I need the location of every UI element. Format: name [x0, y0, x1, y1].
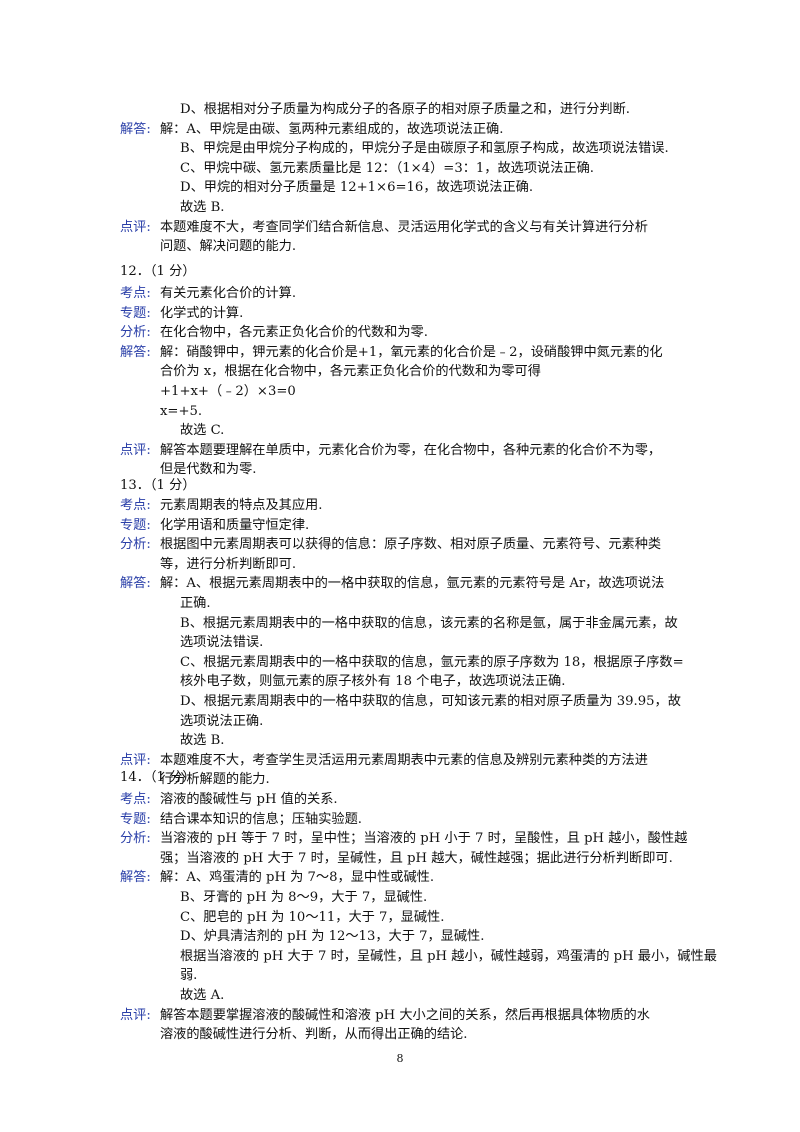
q11-pre-line: D、根据相对分子质量为构成分子的各原子的相对原子质量之和，进行分判断.: [180, 102, 630, 117]
q13-zhuanti: 专题: 化学用语和质量守恒定律.: [120, 516, 690, 536]
q13-dianping-line: 行分析解题的能力.: [160, 772, 270, 788]
q13-jieda-line: D、根据元素周期表中的一格中获取的信息，可知该元素的相对原子质量为 39.95，…: [180, 693, 681, 709]
q13-jieda: 解答: 解：A、根据元素周期表中的一格中获取的信息，氩元素的元素符号是 Ar，故…: [120, 574, 690, 750]
q11-dianping-line: 本题难度不大，考查同学们结合新信息、灵活运用化学式的含义与有关计算进行分析: [160, 219, 648, 235]
fenxi-label: 分析:: [120, 325, 151, 341]
question-12-solution: 考点: 有关元素化合价的计算. 专题: 化学式的计算. 分析: 在化合物中，各元…: [120, 284, 690, 480]
q13-jieda-line: 核外电子数，则氩元素的原子核外有 18 个电子，故选项说法正确.: [180, 674, 566, 690]
q11-pre: D、根据相对分子质量为构成分子的各原子的相对原子质量之和，进行分判断.: [120, 100, 690, 120]
q12-jieda-line: 合价为 x，根据在化合物中，各元素正负化合价的代数和为零可得: [160, 364, 541, 380]
jieda-label: 解答:: [120, 344, 151, 360]
q12-zhuanti-line: 化学式的计算.: [160, 305, 244, 321]
q14-zhuanti-line: 结合课本知识的信息；压轴实验题.: [160, 811, 363, 827]
q14-fenxi: 分析: 当溶液的 pH 等于 7 时，呈中性；当溶液的 pH 小于 7 时，呈酸…: [120, 829, 690, 868]
q12-kaodian-line: 有关元素化合价的计算.: [160, 286, 297, 301]
kaodian-label: 考点:: [120, 792, 151, 807]
q14-dianping-line: 溶液的酸碱性进行分析、判断，从而得出正确的结论.: [160, 1027, 468, 1043]
q11-jieda-line: 故选 B.: [180, 199, 225, 215]
q12-jieda-line: 解：硝酸钾中，钾元素的化合价是+1，氧元素的化合价是﹣2，设硝酸钾中氮元素的化: [160, 344, 663, 360]
q13-fenxi-line: 根据图中元素周期表可以获得的信息：原子序数、相对原子质量、元素符号、元素种类: [160, 537, 662, 553]
q11-jieda-line: B、甲烷是由甲烷分子构成的，甲烷分子是由碳原子和氢原子构成，故选项说法错误.: [180, 141, 669, 157]
fenxi-label: 分析:: [120, 537, 151, 553]
q14-jieda-line: 弱.: [180, 968, 198, 984]
question-14-solution: 考点: 溶液的酸碱性与 pH 值的关系. 专题: 结合课本知识的信息；压轴实验题…: [120, 790, 717, 1045]
q14-jieda-line: B、牙膏的 pH 为 8～9，大于 7，显碱性.: [180, 889, 428, 905]
q13-jieda-line: B、根据元素周期表中的一格中获取的信息，该元素的名称是氩，属于非金属元素，故: [180, 615, 678, 631]
q13-zhuanti-line: 化学用语和质量守恒定律.: [160, 517, 310, 533]
dianping-label: 点评:: [120, 752, 151, 768]
q12-fenxi: 分析: 在化合物中，各元素正负化合价的代数和为零.: [120, 323, 690, 343]
dianping-label: 点评:: [120, 442, 151, 458]
kaodian-label: 考点:: [120, 498, 151, 513]
q14-jieda-line: 解：A、鸡蛋清的 pH 为 7～8，显中性或碱性.: [160, 870, 435, 886]
q11-dianping: 点评: 本题难度不大，考查同学们结合新信息、灵活运用化学式的含义与有关计算进行分…: [120, 218, 690, 257]
question-14-heading: 14．（1 分）: [120, 770, 196, 785]
question-11-solution: D、根据相对分子质量为构成分子的各原子的相对原子质量之和，进行分判断. 解答: …: [120, 100, 690, 257]
fenxi-label: 分析:: [120, 831, 151, 847]
question-13-solution: 考点: 元素周期表的特点及其应用. 专题: 化学用语和质量守恒定律. 分析: 根…: [120, 496, 690, 790]
q14-jieda-line: 根据当溶液的 pH 大于 7 时，呈碱性，且 pH 越小，碱性越弱，鸡蛋清的 p…: [180, 948, 717, 964]
q14-jieda-line: C、肥皂的 pH 为 10～11，大于 7，显碱性.: [180, 909, 445, 925]
q11-dianping-line: 问题、解决问题的能力.: [160, 239, 297, 255]
q11-jieda-line: D、甲烷的相对分子质量是 12+1×6=16，故选项说法正确.: [180, 180, 534, 196]
q12-fenxi-line: 在化合物中，各元素正负化合价的代数和为零.: [160, 325, 428, 341]
q13-dianping: 点评: 本题难度不大，考查学生灵活运用元素周期表中元素的信息及辨别元素种类的方法…: [120, 751, 690, 790]
q12-jieda-line: x=+5.: [160, 403, 203, 419]
jieda-label: 解答:: [120, 121, 151, 137]
jieda-label: 解答:: [120, 870, 151, 886]
q13-jieda-line: 正确.: [180, 595, 211, 611]
q14-jieda-line: 故选 A.: [180, 987, 225, 1003]
q11-jieda-line: C、甲烷中碳、氢元素质量比是 12：（1×4）=3：1，故选项说法正确.: [180, 160, 595, 176]
dianping-label: 点评:: [120, 1007, 151, 1023]
q12-dianping: 点评: 解答本题要理解在单质中，元素化合价为零，在化合物中，各种元素的化合价不为…: [120, 441, 690, 480]
q13-fenxi-line: 等，进行分析判断即可.: [160, 556, 297, 572]
q13-jieda-line: 解：A、根据元素周期表中的一格中获取的信息，氩元素的元素符号是 Ar，故选项说法: [160, 576, 665, 592]
question-12-heading: 12．（1 分）: [120, 264, 196, 279]
q14-dianping: 点评: 解答本题要掌握溶液的酸碱性和溶液 pH 大小之间的关系，然后再根据具体物…: [120, 1006, 690, 1045]
q12-dianping-line: 解答本题要理解在单质中，元素化合价为零，在化合物中，各种元素的化合价不为零，: [160, 442, 662, 458]
q13-dianping-line: 本题难度不大，考查学生灵活运用元素周期表中元素的信息及辨别元素种类的方法进: [160, 752, 648, 768]
q13-jieda-line: C、根据元素周期表中的一格中获取的信息，氩元素的原子序数为 18，根据原子序数=: [180, 654, 684, 670]
q13-kaodian: 考点: 元素周期表的特点及其应用.: [120, 496, 690, 516]
q13-kaodian-line: 元素周期表的特点及其应用.: [160, 498, 323, 513]
zhuanti-label: 专题:: [120, 305, 151, 321]
q13-jieda-line: 选项说法错误.: [180, 635, 264, 651]
q14-fenxi-line: 强；当溶液的 pH 大于 7 时，呈碱性，且 pH 越大，碱性越强；据此进行分析…: [160, 850, 673, 866]
q14-jieda: 解答: 解：A、鸡蛋清的 pH 为 7～8，显中性或碱性. B、牙膏的 pH 为…: [120, 868, 717, 1005]
zhuanti-label: 专题:: [120, 517, 151, 533]
q13-jieda-line: 选项说法正确.: [180, 713, 264, 729]
q13-jieda-line: 故选 B.: [180, 733, 225, 749]
q12-dianping-line: 但是代数和为零.: [160, 462, 257, 478]
q12-jieda-line: +1+x+（﹣2）×3=0: [160, 383, 296, 399]
q12-zhuanti: 专题: 化学式的计算.: [120, 304, 690, 324]
q14-fenxi-line: 当溶液的 pH 等于 7 时，呈中性；当溶液的 pH 小于 7 时，呈酸性，且 …: [160, 831, 688, 847]
q12-jieda-line: 故选 C.: [180, 423, 225, 439]
q14-kaodian: 考点: 溶液的酸碱性与 pH 值的关系.: [120, 790, 690, 810]
zhuanti-label: 专题:: [120, 811, 151, 827]
q14-jieda-line: D、炉具清洁剂的 pH 为 12～13，大于 7，显碱性.: [180, 929, 485, 945]
page-number: 8: [396, 1052, 404, 1065]
kaodian-label: 考点:: [120, 286, 151, 301]
q12-jieda: 解答: 解：硝酸钾中，钾元素的化合价是+1，氧元素的化合价是﹣2，设硝酸钾中氮元…: [120, 343, 690, 441]
q11-jieda-line: 解：A、甲烷是由碳、氢两种元素组成的，故选项说法正确.: [160, 121, 504, 137]
q11-jieda: 解答: 解：A、甲烷是由碳、氢两种元素组成的，故选项说法正确. B、甲烷是由甲烷…: [120, 120, 690, 218]
dianping-label: 点评:: [120, 219, 151, 235]
jieda-label: 解答:: [120, 576, 151, 592]
q14-zhuanti: 专题: 结合课本知识的信息；压轴实验题.: [120, 810, 690, 830]
q14-dianping-line: 解答本题要掌握溶液的酸碱性和溶液 pH 大小之间的关系，然后再根据具体物质的水: [160, 1007, 650, 1023]
q12-kaodian: 考点: 有关元素化合价的计算.: [120, 284, 690, 304]
q13-fenxi: 分析: 根据图中元素周期表可以获得的信息：原子序数、相对原子质量、元素符号、元素…: [120, 535, 690, 574]
question-13-heading: 13．（1 分）: [120, 478, 196, 493]
q14-kaodian-line: 溶液的酸碱性与 pH 值的关系.: [160, 792, 338, 807]
